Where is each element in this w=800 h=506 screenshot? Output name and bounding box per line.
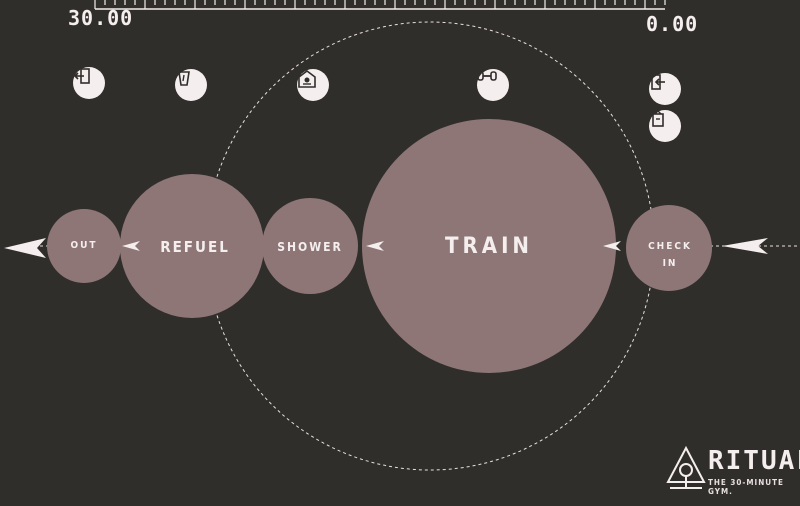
brand-tagline: THE 30-MINUTE GYM. [708,478,784,496]
timeline-start-label: 30.00 [68,6,134,30]
shower-icon [297,69,329,101]
arrow-exit [4,238,46,258]
flow-arrows [4,238,768,258]
arrow-entry [722,238,768,254]
drink-cup-icon [175,69,207,101]
locker-icon [649,110,681,142]
stage-label-out: OUT [70,240,98,251]
stage-label-shower: SHOWER [277,240,343,254]
ritual-logo: RITUAL THE 30-MINUTE GYM. [666,444,800,496]
timeline-end-label: 0.00 [646,12,699,36]
arrow-refuel [122,241,140,251]
stage-label-check-in: CHECK IN [648,241,692,269]
brand-name: RITUAL [708,446,800,476]
stage-circle-shower [262,198,358,294]
ritual-emblem-icon [666,446,706,489]
stage-circle-out [47,209,121,283]
arrow-train-out [366,241,384,251]
exit-door-icon [73,67,105,99]
stage-label-refuel: REFUEL [160,238,230,256]
entry-door-icon [649,73,681,105]
timeline-ruler [94,0,666,10]
stage-circle-train [362,119,616,373]
stage-circle-refuel [120,174,264,318]
stage-circle-check-in [626,205,712,291]
stage-label-train: TRAIN [445,234,533,259]
arrow-train-in [603,241,621,251]
dumbbell-icon [477,69,509,101]
